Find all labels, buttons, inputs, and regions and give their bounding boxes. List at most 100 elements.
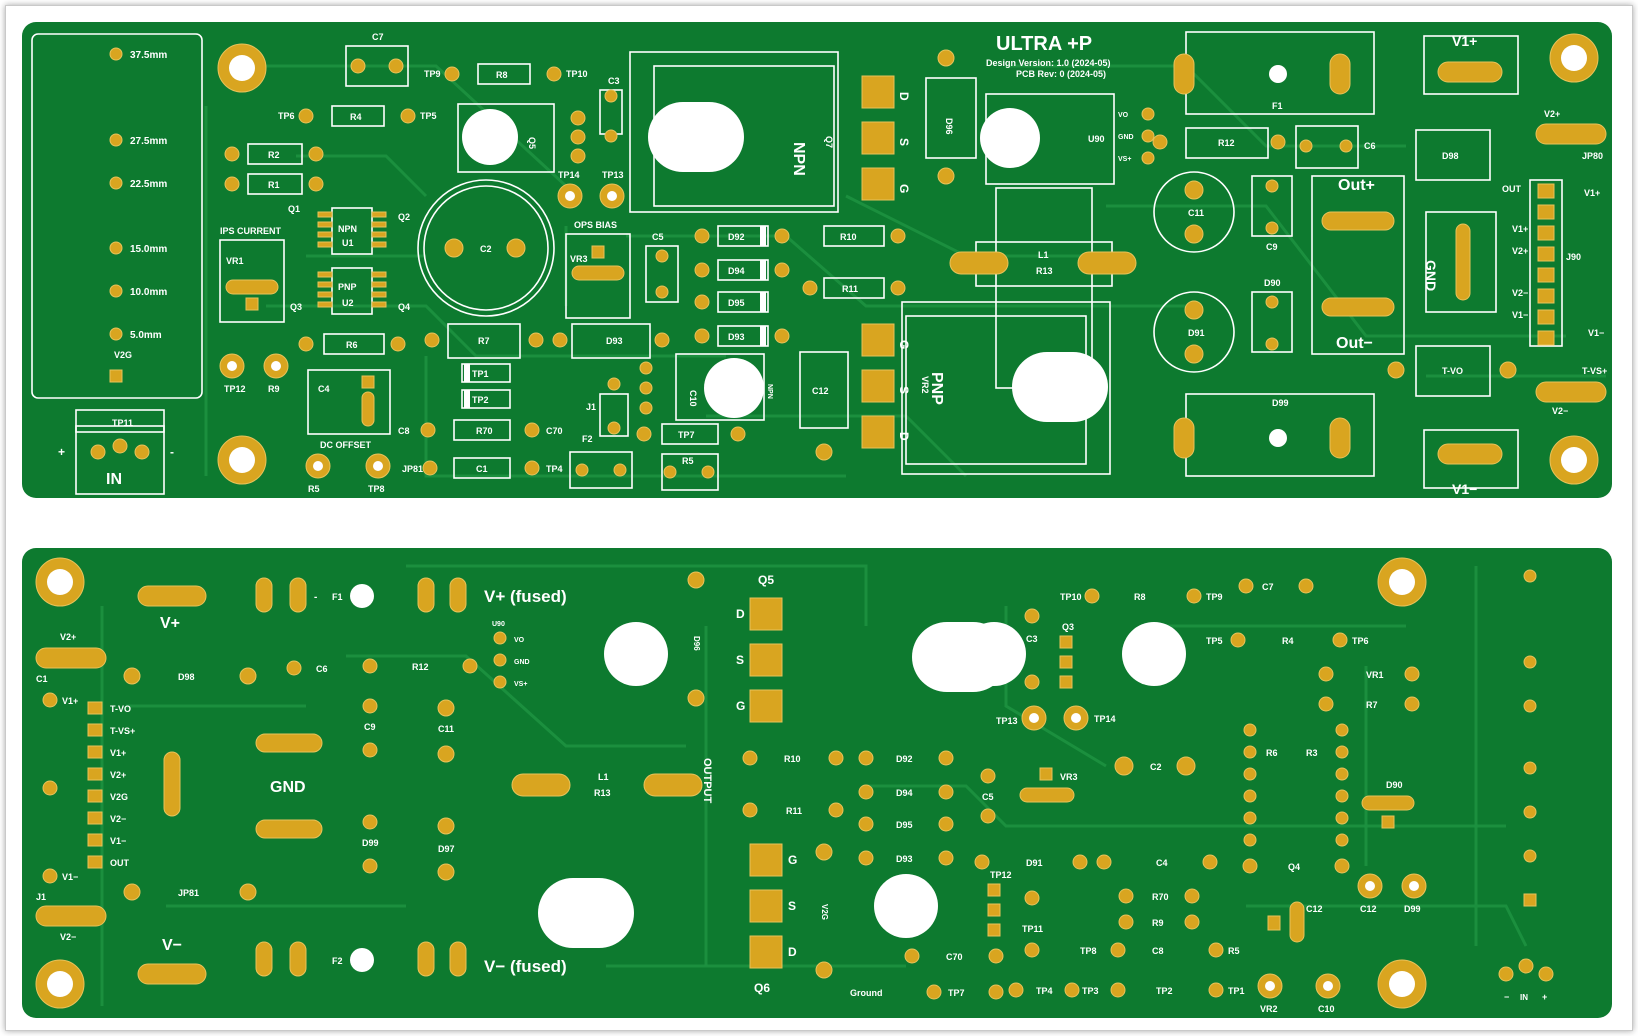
b-v-plus-fused: V+ (fused) (484, 587, 567, 606)
b-ref-r5: TP2 (1156, 986, 1173, 996)
v1m-label: V1− (1452, 481, 1477, 497)
b-ref-r6: C4 (1156, 858, 1168, 868)
b-output: OUTPUT (701, 758, 713, 804)
v1p-connector (1423, 35, 1519, 95)
b-ref-tp11: TP8 (1080, 946, 1097, 956)
v1m-connector (1423, 429, 1519, 489)
b-ref-d92: D92 (896, 754, 913, 764)
v2p-label: V2+ (1544, 109, 1560, 119)
ref-vr3: VR3 (570, 254, 588, 264)
b-ref-c4: TP11 (1022, 924, 1043, 934)
r4-outline (331, 105, 385, 127)
b-ref-r70: C70 (946, 952, 963, 962)
ref-r2: R2 (268, 150, 280, 160)
b-ref-q4: TP12 (990, 870, 1012, 880)
ref-c5: C5 (652, 232, 664, 242)
u1-type: NPN (338, 224, 357, 234)
j90-v2p: V2+ (1512, 246, 1528, 256)
b-ref-jp80: C1 (36, 674, 48, 684)
b-q6-s: S (788, 899, 796, 913)
b-ref-r3: Q4 (1288, 862, 1300, 872)
ref-d95: D95 (728, 298, 745, 308)
b-ref-d94: D94 (896, 788, 913, 798)
q6-outline (675, 353, 765, 421)
b-ref-tp3: C10 (1318, 1004, 1335, 1014)
ref-tp12: C8 (398, 426, 410, 436)
ref-r1: R1 (268, 180, 280, 190)
ref-j1: TP11 (112, 418, 133, 428)
ref-d93: D93 (728, 332, 745, 342)
b-ref-r13: R13 (594, 788, 611, 798)
ref-c70: R5 (682, 456, 694, 466)
b-f2: F2 (332, 956, 343, 966)
b-ref-r10: R10 (784, 754, 801, 764)
b-q6-g: G (788, 853, 797, 867)
b-ref-c9: C9 (364, 722, 376, 732)
u90-gnd: GND (1118, 134, 1134, 141)
q5-outline (457, 103, 555, 173)
ref-jp80: JP80 (1582, 151, 1603, 161)
b-ref-c70: TP7 (948, 988, 965, 998)
q8-s: S (897, 386, 911, 394)
b-u90-vs: VS+ (514, 681, 527, 688)
b-ref-q3: Q3 (1062, 622, 1074, 632)
c6-outline (1295, 125, 1359, 169)
c8-outline (569, 451, 633, 489)
r7-outline (571, 323, 651, 359)
out-minus-label: Out− (1336, 335, 1373, 352)
image-frame: 37.5mm 27.5mm 22.5mm 15.0mm 10.0mm 5.0mm… (5, 5, 1633, 1031)
b-f1: F1 (332, 592, 343, 602)
b-v2p: V2+ (60, 632, 76, 642)
ref-tp2: R9 (268, 384, 280, 394)
ref-d98: D98 (1442, 151, 1459, 161)
diodes-column: D92 D94 D95 D93 (694, 225, 790, 347)
mark-pad (109, 176, 123, 190)
b-ref-tp12: R5 (1228, 946, 1240, 956)
b-ref-d93: D93 (896, 854, 913, 864)
mark-5-0: 5.0mm (130, 330, 162, 341)
in-plus: + (58, 445, 65, 459)
b-ref-d96: D96 (692, 636, 701, 651)
q8-d: D (897, 432, 911, 441)
r10-outline (823, 225, 885, 247)
ref-u1: U1 (342, 238, 354, 248)
ref-q7: Q7 (824, 136, 834, 148)
dc-offset-label: DC OFFSET (320, 440, 372, 450)
b-v2m: V2− (60, 932, 76, 942)
b-t-vo: T-VO (110, 704, 131, 714)
d99-outline (1415, 345, 1491, 397)
b-j-v1p: V1+ (110, 748, 126, 758)
q6-type: NPN (766, 384, 773, 399)
b-q5-g: G (736, 699, 745, 713)
b-ref-q2: R6 (1266, 748, 1278, 758)
b-ref-r9: C8 (1152, 946, 1164, 956)
ref-f1: F1 (1272, 101, 1283, 111)
b-ref-tp9: TP9 (1206, 592, 1223, 602)
b-heatsink-pads (1523, 569, 1537, 863)
j90-header (1529, 179, 1563, 347)
b-q1-q2-pins (1243, 723, 1349, 847)
gnd-block (1425, 211, 1497, 313)
mark-22-5: 22.5mm (130, 179, 167, 190)
ref-d94: D94 (728, 266, 745, 276)
bottom-board-substrate (22, 548, 1612, 1018)
ref-c10: D90 (1264, 278, 1281, 288)
pcb-top-board: 37.5mm 27.5mm 22.5mm 15.0mm 10.0mm 5.0mm… (22, 22, 1612, 498)
b-ref-c10: D99 (362, 838, 379, 848)
ref-vr2: C4 (318, 384, 330, 394)
board-title: ULTRA +P (996, 33, 1092, 55)
b-f1-dash: - (314, 592, 317, 603)
b-ref-tp14: TP14 (1094, 714, 1116, 724)
j90-pins (1537, 183, 1555, 346)
j1-outline (75, 409, 165, 495)
gnd-label: GND (1423, 260, 1439, 291)
bottom-traces (100, 564, 1528, 1006)
pcb-render: 37.5mm 27.5mm 22.5mm 15.0mm 10.0mm 5.0mm… (22, 22, 1612, 1018)
b-q5-d: D (736, 607, 745, 621)
out-plus-label: Out+ (1338, 177, 1375, 194)
b-j-out: OUT (110, 858, 130, 868)
r1-outline (247, 173, 303, 195)
bottom-mounting-holes (35, 557, 1427, 1009)
ref-c8: F2 (582, 434, 593, 444)
b-gnd: GND (270, 779, 306, 796)
